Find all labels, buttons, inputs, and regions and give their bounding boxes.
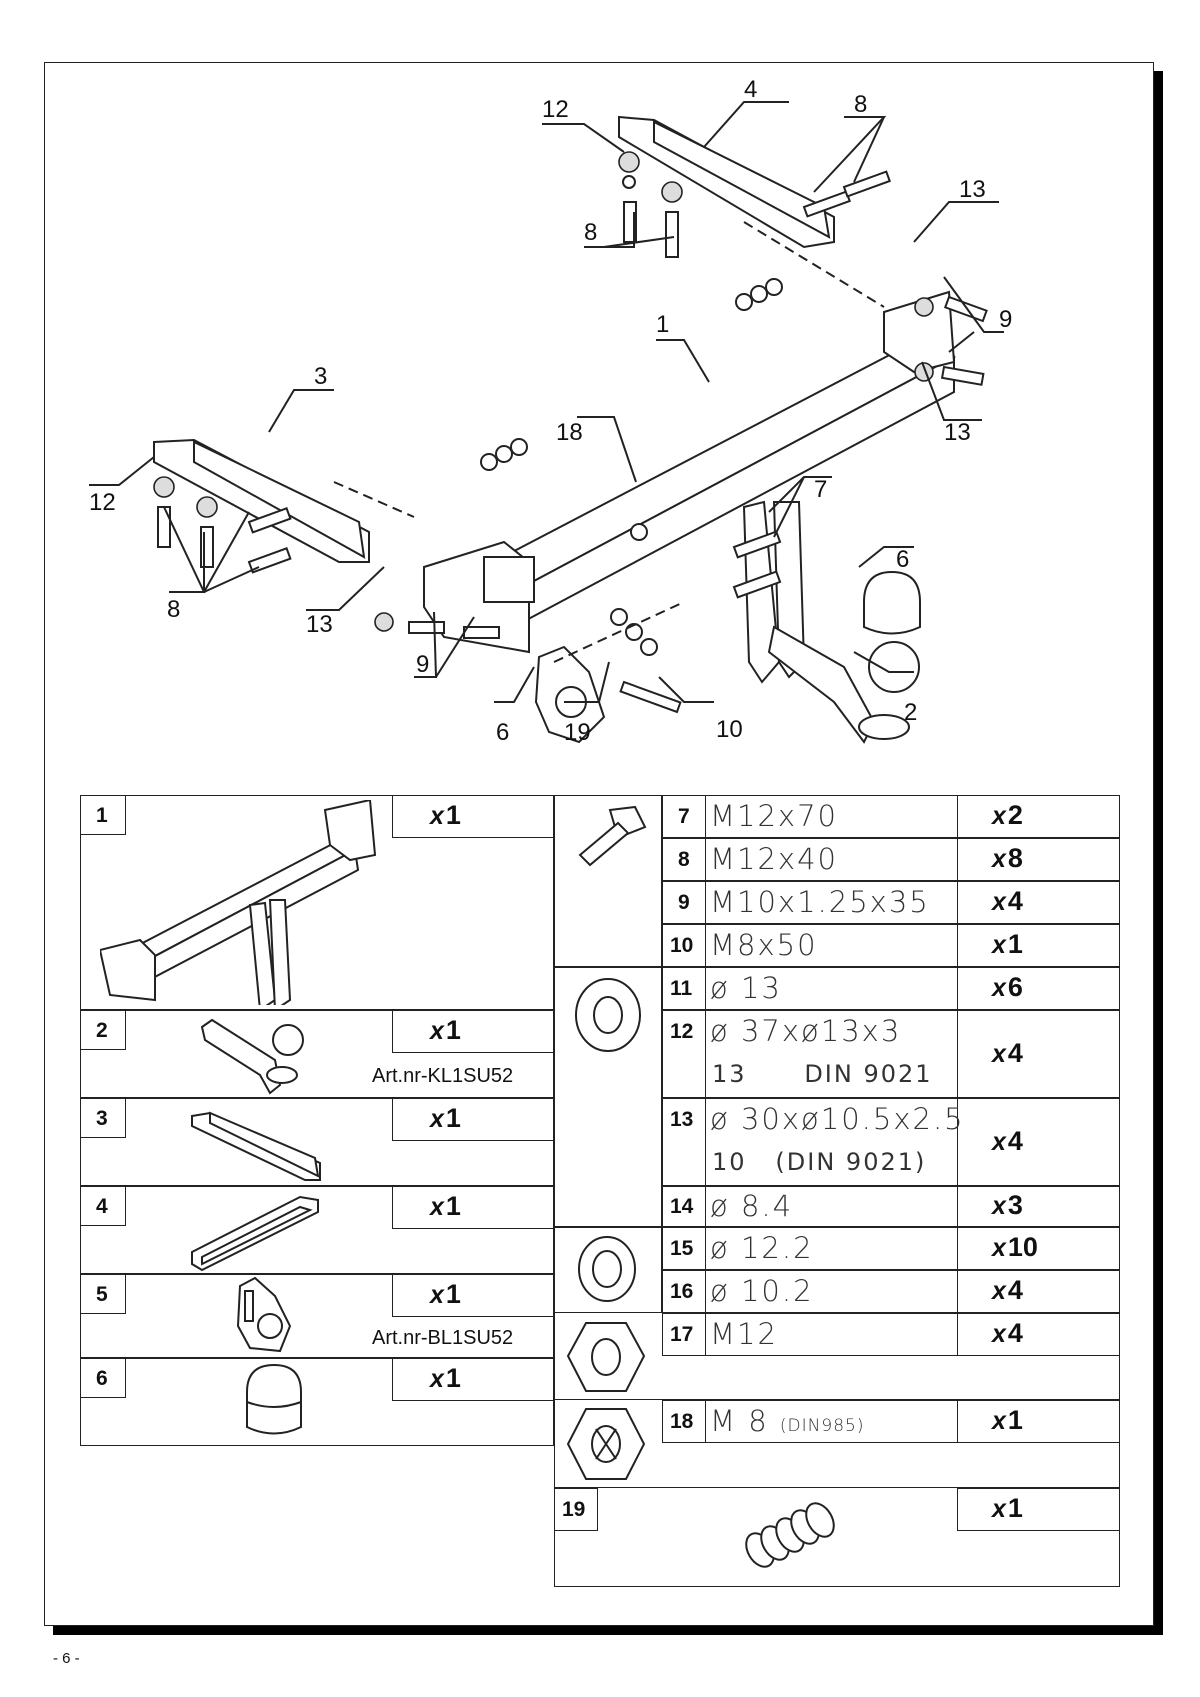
- part-qty-box: [392, 1274, 554, 1317]
- callout-label: 9: [999, 306, 1012, 333]
- callout-label: 10: [716, 716, 743, 743]
- hardware-qty-box: [957, 924, 1120, 967]
- callout-label: 12: [89, 489, 116, 516]
- hardware-row-divider: [554, 1487, 1120, 1488]
- bracket-right-icon: [618, 115, 835, 249]
- hardware-number-box: [662, 967, 706, 1010]
- ball-cover-icon: [863, 570, 921, 635]
- callout-label: 3: [314, 363, 327, 390]
- hardware-icon-cell: [554, 795, 662, 967]
- callout-label: 8: [584, 219, 597, 246]
- callout-label: 8: [854, 91, 867, 118]
- part-row: [80, 1098, 554, 1186]
- callout-label: 13: [306, 611, 333, 638]
- fastener-group: [153, 151, 988, 714]
- leader-lines: [89, 101, 1004, 703]
- part-qty-box: [392, 1358, 554, 1401]
- part-number-box: [80, 795, 126, 835]
- part-number-box: [80, 1186, 126, 1226]
- hardware-number-box: [662, 1400, 706, 1443]
- hardware-number-box: [662, 1227, 706, 1270]
- page-number: - 6 -: [53, 1650, 80, 1667]
- hardware-number-box: [662, 924, 706, 967]
- hardware-qty-box: [957, 1488, 1120, 1531]
- hardware-qty-box: [957, 838, 1120, 881]
- hardware-qty-box: [957, 795, 1120, 838]
- part-row: [80, 1186, 554, 1274]
- callout-label: 8: [167, 596, 180, 623]
- callout-label: 13: [944, 419, 971, 446]
- hardware-number-box: [662, 1270, 706, 1313]
- hardware-number-box: [662, 1010, 706, 1098]
- hardware-number-box: [662, 1186, 706, 1227]
- callout-label: 18: [556, 419, 583, 446]
- callout-labels: 12 4 8 13 8 9 1 13 3 18 7 12 6 8 13 9 6 …: [89, 76, 1012, 746]
- towball-neck-icon: [767, 625, 920, 744]
- callout-label: 13: [959, 176, 986, 203]
- hardware-number-box: [662, 838, 706, 881]
- hardware-number-box: [662, 881, 706, 924]
- hardware-number-box: [662, 1098, 706, 1186]
- hardware-qty-box: [957, 1010, 1120, 1098]
- hardware-qty-box: [957, 881, 1120, 924]
- callout-label: 4: [744, 76, 757, 103]
- part-qty-box: [392, 1186, 554, 1229]
- callout-label: 2: [904, 699, 917, 726]
- bracket-left-icon: [153, 438, 370, 563]
- hardware-qty-box: [957, 967, 1120, 1010]
- exploded-assembly-diagram: 12 4 8 13 8 9 1 13 3 18 7 12 6 8 13 9 6 …: [89, 76, 1012, 746]
- hardware-qty-box: [957, 1400, 1120, 1443]
- part-qty-box: [392, 795, 554, 838]
- part-row: [80, 1358, 554, 1446]
- callout-label: 7: [814, 476, 827, 503]
- hardware-icon-cell: [554, 967, 662, 1227]
- hardware-qty-box: [957, 1186, 1120, 1227]
- callout-label: 6: [896, 546, 909, 573]
- part-qty-box: [392, 1010, 554, 1053]
- callout-label: 9: [416, 651, 429, 678]
- hardware-row-divider: [554, 1399, 1120, 1400]
- hardware-qty-box: [957, 1313, 1120, 1356]
- part-number-box: [80, 1274, 126, 1314]
- alignment-lines: [333, 221, 885, 663]
- hardware-number-box: [662, 795, 706, 838]
- callout-label: 19: [564, 719, 591, 746]
- part-qty-box: [392, 1098, 554, 1141]
- callout-label: 12: [542, 96, 569, 123]
- callout-label: 6: [496, 719, 509, 746]
- hardware-icon-cell: [554, 1227, 662, 1313]
- part-row: [80, 1010, 554, 1098]
- hardware-qty-box: [957, 1227, 1120, 1270]
- part-number-box: [80, 1010, 126, 1050]
- hardware-qty-box: [957, 1098, 1120, 1186]
- hardware-number-box: [662, 1313, 706, 1356]
- part-number-box: [80, 1098, 126, 1138]
- part-row: [80, 795, 554, 1010]
- part-number-box: [80, 1358, 126, 1398]
- socket-plate-icon: [534, 645, 606, 744]
- callout-label: 1: [656, 311, 669, 338]
- hardware-number-box: [554, 1488, 598, 1531]
- hardware-qty-box: [957, 1270, 1120, 1313]
